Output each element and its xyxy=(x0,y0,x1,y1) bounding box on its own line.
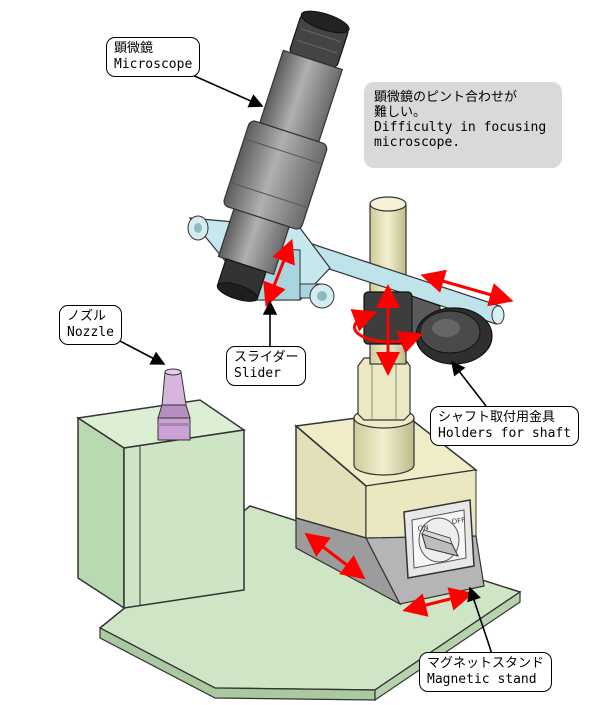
microscope xyxy=(216,10,350,302)
focus-difficulty-note: 顕微鏡のピント合わせが 難しい。 Difficulty in focusing … xyxy=(364,82,562,168)
slider-callout: スライダー Slider xyxy=(226,346,307,386)
holders-label-jp: シャフト取付用金具 xyxy=(438,410,556,425)
slider-arrow xyxy=(263,238,295,308)
shaft-base xyxy=(353,357,415,476)
stand-side-arrow xyxy=(304,532,366,580)
microscope-label-en: Microscope xyxy=(114,57,193,72)
nozzle-callout: ノズル Nozzle xyxy=(59,305,122,345)
nozzle-label-jp: ノズル xyxy=(67,309,107,324)
nozzle xyxy=(157,368,191,441)
slider-label-en: Slider xyxy=(234,366,281,381)
microscope-leader xyxy=(189,73,264,108)
holders-leader xyxy=(451,360,487,407)
arm-arrow xyxy=(420,269,514,307)
nozzle-label-en: Nozzle xyxy=(67,325,114,340)
holder-rotation-arrow xyxy=(350,309,424,354)
microscope-callout: 顕微鏡 Microscope xyxy=(106,37,201,77)
holders-label-en: Holders for shaft xyxy=(438,426,572,441)
note-line-1: 顕微鏡のピント合わせが xyxy=(374,90,518,105)
switch-off-label: OFF xyxy=(451,516,466,526)
magnetic-stand-leader xyxy=(467,586,493,655)
magnetic-stand-label-jp: マグネットスタンド xyxy=(427,656,545,671)
switch-on-label: ON xyxy=(417,524,429,533)
magnetic-stand-callout: マグネットスタンド Magnetic stand xyxy=(419,652,553,692)
green-box xyxy=(75,399,247,610)
holders-callout: シャフト取付用金具 Holders for shaft xyxy=(430,406,580,446)
note-line-4: microscope. xyxy=(374,135,461,150)
adjustment-arrows xyxy=(263,238,514,617)
nozzle-leader xyxy=(117,339,166,365)
leader-lines xyxy=(117,73,493,655)
magnetic-stand-label-en: Magnetic stand xyxy=(427,672,537,687)
note-line-2: 難しい。 xyxy=(374,105,427,120)
stand-front-arrow xyxy=(402,587,474,617)
slider-label-jp: スライダー xyxy=(234,350,299,365)
microscope-label-jp: 顕微鏡 xyxy=(114,41,154,56)
note-line-3: Difficulty in focusing xyxy=(374,120,547,135)
